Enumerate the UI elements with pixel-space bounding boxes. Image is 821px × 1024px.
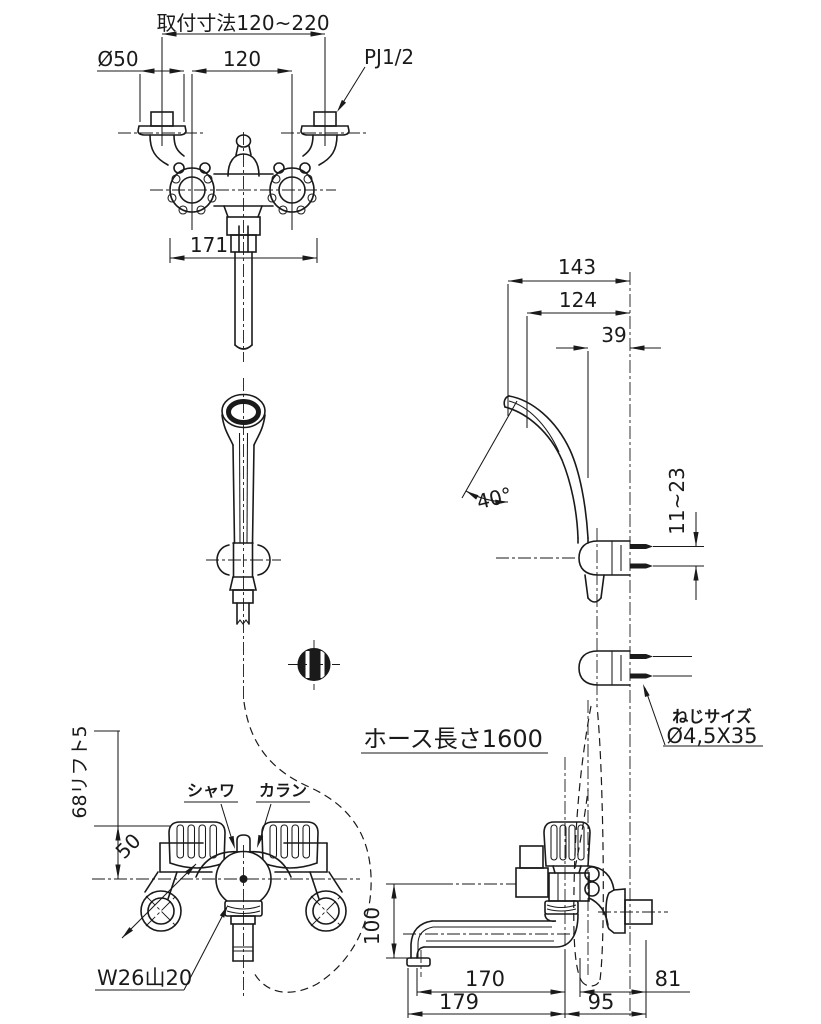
wall-connection xyxy=(584,865,668,934)
dim-143-label: 143 xyxy=(558,255,596,279)
dia50-arrow-1 xyxy=(185,864,196,875)
side-handle xyxy=(543,821,591,867)
dim-179-label: 179 xyxy=(439,990,479,1014)
hanging-shower-phantom xyxy=(573,700,604,987)
hose-hook xyxy=(288,640,340,690)
angle-label: 40° xyxy=(474,482,514,514)
angle-arrow-1 xyxy=(466,491,479,500)
screw-note-title: ねじサイズ xyxy=(672,707,752,726)
valve-dia-label: 50 xyxy=(111,829,146,864)
dim-body-width-label: 171 xyxy=(190,233,228,257)
holder-screw-2 xyxy=(630,563,653,569)
dim-124-label: 124 xyxy=(559,288,597,312)
right-knurled-handle xyxy=(261,821,319,869)
left-knurled-handle xyxy=(168,821,226,869)
side-body xyxy=(544,865,590,915)
left-wall-flange xyxy=(137,111,187,166)
shower-hose-curve xyxy=(243,701,372,993)
hand-shower-front-view xyxy=(206,378,372,993)
lower-shower-holder xyxy=(578,650,692,686)
dim-100-label: 100 xyxy=(360,907,384,945)
shower-label-arrow xyxy=(228,835,235,849)
left-leg xyxy=(140,871,182,932)
shower-handle-label: シャワ xyxy=(187,781,235,800)
hose-length-label: ホース長さ1600 xyxy=(363,725,543,753)
shower-holder-ring-front xyxy=(206,542,281,578)
dim-81-label: 81 xyxy=(655,967,682,991)
upper-shower-holder xyxy=(496,540,704,576)
dim-flange-dia-label: Ø50 xyxy=(97,47,138,71)
holder-screw-1 xyxy=(630,544,653,549)
lift-dim-label: 68リフト5 xyxy=(69,725,91,818)
dim-pitch-label: 120 xyxy=(223,47,261,71)
angle-arrow-2 xyxy=(495,499,508,505)
thread-label: PJ1/2 xyxy=(364,45,414,69)
shower-head-profile xyxy=(503,395,605,603)
right-leg xyxy=(305,871,347,932)
thread-leader-arrow xyxy=(337,99,347,112)
outlet-thread-label: W26山20 xyxy=(97,966,192,990)
thread-note-arrow xyxy=(219,905,228,918)
lower-screw-2 xyxy=(630,673,653,679)
screw-note-size: Ø4,5X35 xyxy=(666,724,757,748)
diverter-knob xyxy=(515,845,549,898)
bottom-side-view: 100 170 81 179 95 xyxy=(360,757,690,1018)
top-front-view: 取付寸法120~220 Ø50 120 PJ1/2 xyxy=(97,11,414,362)
dia50-arrow-2 xyxy=(122,927,133,938)
spout xyxy=(406,913,579,967)
bottom-front-view: シャワ カラン 68リフト5 xyxy=(69,725,360,996)
dim-mounting-label: 取付寸法120~220 xyxy=(156,11,329,35)
dim-95-label: 95 xyxy=(588,990,615,1014)
dim-39-label: 39 xyxy=(601,323,626,347)
right-wall-flange xyxy=(300,111,350,166)
hand-shower-side-view: 143 124 39 40° 11~23 xyxy=(461,255,763,1016)
dim-11-23-label: 11~23 xyxy=(665,467,689,535)
tap-handle-label: カラン xyxy=(259,781,307,800)
hose-length-note: ホース長さ1600 xyxy=(361,725,548,754)
dim-170-label: 170 xyxy=(465,967,505,991)
lower-screw-1 xyxy=(630,654,653,659)
